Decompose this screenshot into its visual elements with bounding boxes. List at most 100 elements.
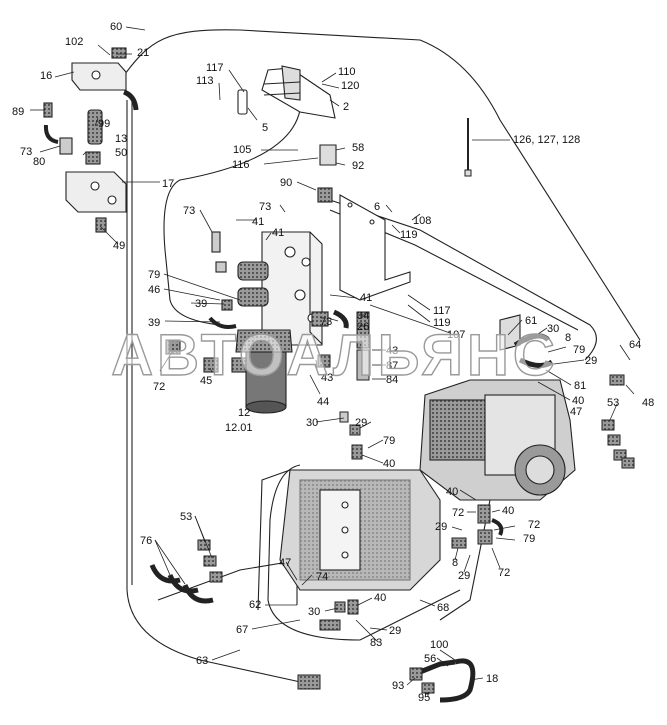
callout-60: 60: [110, 21, 122, 33]
callout-53-b: 53: [180, 511, 192, 523]
callout-48: 48: [642, 397, 654, 409]
callout-26: 26: [357, 321, 369, 333]
callout-8: 8: [565, 332, 571, 344]
callout-87: 87: [386, 360, 398, 372]
center-fittings: [317, 311, 370, 460]
elbow-set: [149, 539, 223, 604]
callout-110: 110: [338, 66, 356, 78]
callout-72-d: 72: [498, 567, 510, 579]
callout-53: 53: [607, 397, 619, 409]
callout-40-b: 40: [383, 458, 395, 470]
callout-95: 95: [418, 692, 430, 704]
cable-tie: [464, 118, 472, 177]
callout-40: 40: [572, 395, 584, 407]
callout-126-127-128: 126, 127, 128: [513, 134, 580, 146]
callout-79-b: 79: [573, 344, 585, 356]
callout-72-c: 72: [528, 519, 540, 531]
callout-92: 92: [352, 160, 364, 172]
callout-67: 67: [236, 624, 248, 636]
callout-8-b: 8: [452, 557, 458, 569]
callout-30-c: 30: [308, 606, 320, 618]
callout-5: 5: [262, 122, 268, 134]
callout-83: 83: [370, 637, 382, 649]
callout-90: 90: [280, 177, 292, 189]
callout-29-e: 29: [389, 625, 401, 637]
gearbox: [279, 469, 441, 591]
main-pump: [419, 314, 576, 501]
callout-79: 79: [148, 269, 160, 281]
callout-64: 64: [629, 339, 641, 351]
callout-100: 100: [430, 639, 448, 651]
plate: [339, 194, 411, 301]
callout-40-c: 40: [446, 486, 458, 498]
callout-50: 50: [115, 147, 127, 159]
callout-99: 99: [98, 118, 110, 130]
callout-45: 45: [200, 375, 212, 387]
callout-73: 73: [20, 146, 32, 158]
callout-12-01: 12.01: [225, 422, 253, 434]
callout-89: 89: [12, 106, 24, 118]
callout-93: 93: [392, 680, 404, 692]
callout-105: 105: [233, 144, 251, 156]
callout-41: 41: [252, 216, 264, 228]
callout-79-d: 79: [523, 533, 535, 545]
callout-43: 43: [386, 345, 398, 357]
leader-lines: [30, 26, 635, 697]
callout-72-b: 72: [452, 507, 464, 519]
callout-43-b: 43: [321, 372, 333, 384]
callout-29: 29: [585, 355, 597, 367]
callout-49: 49: [113, 240, 125, 252]
callout-30-b: 30: [306, 417, 318, 429]
callout-61: 61: [525, 315, 537, 327]
callout-76: 76: [140, 535, 152, 547]
callout-16: 16: [40, 70, 52, 82]
callout-17: 17: [162, 178, 174, 190]
callout-62: 62: [249, 599, 261, 611]
callout-12: 12: [238, 407, 250, 419]
callout-40-d: 40: [502, 505, 514, 517]
callout-34: 34: [357, 310, 369, 322]
callout-58: 58: [352, 142, 364, 154]
callout-2: 2: [343, 101, 349, 113]
callout-47-b: 47: [279, 557, 291, 569]
callout-72: 72: [153, 381, 165, 393]
valve-block: [211, 144, 337, 346]
callout-6: 6: [374, 201, 380, 213]
filter: [165, 299, 349, 414]
callout-44: 44: [317, 396, 329, 408]
callout-29-b: 29: [355, 417, 367, 429]
callout-74: 74: [316, 571, 328, 583]
callout-117-b: 117: [433, 305, 451, 317]
callout-117: 117: [206, 62, 224, 74]
callout-56: 56: [424, 653, 436, 665]
callout-119: 119: [400, 229, 418, 241]
left-blocks: [43, 47, 139, 233]
right-fittings: [451, 374, 635, 549]
callout-107: 107: [447, 329, 465, 341]
callout-47: 47: [570, 406, 582, 418]
callout-102: 102: [65, 36, 83, 48]
callout-79-c: 79: [383, 435, 395, 447]
callout-29-c: 29: [435, 521, 447, 533]
callout-113: 113: [196, 75, 214, 87]
bottom-fittings: [297, 599, 476, 703]
callout-68: 68: [437, 602, 449, 614]
callout-108: 108: [413, 215, 431, 227]
callout-84: 84: [386, 374, 398, 386]
callout-73-b: 73: [183, 205, 195, 217]
callout-116: 116: [232, 159, 250, 171]
callout-80: 80: [33, 156, 45, 168]
callout-73-c: 73: [259, 201, 271, 213]
callout-46: 46: [148, 284, 160, 296]
callout-13: 13: [115, 133, 127, 145]
callout-41-b: 41: [272, 227, 284, 239]
callout-21: 21: [137, 47, 149, 59]
callout-18: 18: [486, 673, 498, 685]
callout-41-c: 41: [360, 292, 372, 304]
callout-29-d: 29: [458, 570, 470, 582]
callout-81: 81: [574, 380, 586, 392]
callout-73-d: 73: [320, 316, 332, 328]
callout-labels: 60 102 21 16 117 113 110 120 2 89 99 5 1…: [12, 21, 654, 704]
